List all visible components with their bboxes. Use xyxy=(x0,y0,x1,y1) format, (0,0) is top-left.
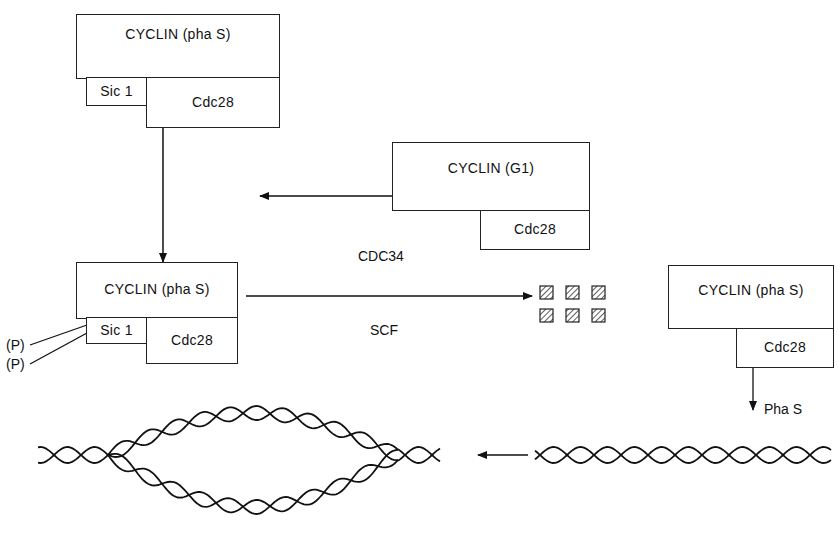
degradation-arrow xyxy=(246,295,532,297)
cdc28-box: Cdc28 xyxy=(480,210,590,250)
degraded-fragments xyxy=(540,286,605,322)
box-text: Sic 1 xyxy=(87,83,146,100)
box-text: Cdc28 xyxy=(147,94,279,111)
dna-strand xyxy=(535,447,831,463)
fragment-square xyxy=(566,286,579,299)
box-text: Cdc28 xyxy=(147,332,237,349)
sic1-box: Sic 1 xyxy=(86,77,147,106)
cyclin-box: CYCLIN (pha S) xyxy=(76,262,238,319)
cdc28-box: Cdc28 xyxy=(146,317,238,364)
box-text: Cdc28 xyxy=(481,221,589,238)
box-text: Cdc28 xyxy=(737,339,833,356)
flow-arrow xyxy=(162,128,164,262)
phospho-line xyxy=(30,325,87,345)
phospho-label: (P) xyxy=(4,337,27,354)
cyclin-box: CYCLIN (pha S) xyxy=(76,14,280,79)
dna-helix xyxy=(38,406,831,514)
box-text: CYCLIN (pha S) xyxy=(77,281,237,298)
cdc28-box: Cdc28 xyxy=(736,328,834,368)
dna-strand xyxy=(108,406,398,460)
fragment-square xyxy=(540,286,553,299)
g1-arrow xyxy=(260,195,392,197)
box-text: CYCLIN (G1) xyxy=(393,160,589,177)
phospho-line xyxy=(30,333,87,364)
dna-strand xyxy=(398,449,440,463)
replication-arrow xyxy=(478,454,528,456)
dna-strand xyxy=(38,447,108,463)
fragment-square xyxy=(540,309,553,322)
box-text: CYCLIN (pha S) xyxy=(669,282,833,299)
sic1-box: Sic 1 xyxy=(86,317,147,344)
phospho-label: (P) xyxy=(4,356,27,373)
dna-strand xyxy=(108,455,398,512)
phase-label: Pha S xyxy=(762,401,804,418)
box-text: CYCLIN (pha S) xyxy=(77,26,279,43)
fragment-square xyxy=(592,309,605,322)
fragment-square xyxy=(592,286,605,299)
enzyme-label: SCF xyxy=(368,322,400,339)
cdc28-box: Cdc28 xyxy=(146,77,280,128)
dna-strand xyxy=(108,407,398,455)
dna-strand xyxy=(535,447,831,463)
cyclin-box: CYCLIN (pha S) xyxy=(668,265,834,329)
fragment-square xyxy=(566,309,579,322)
enzyme-label: CDC34 xyxy=(356,248,406,265)
box-text: Sic 1 xyxy=(87,322,146,339)
dna-strand xyxy=(108,450,398,514)
s-phase-arrow xyxy=(752,368,753,410)
cyclin-box: CYCLIN (G1) xyxy=(392,142,590,211)
dna-strand xyxy=(38,447,108,463)
